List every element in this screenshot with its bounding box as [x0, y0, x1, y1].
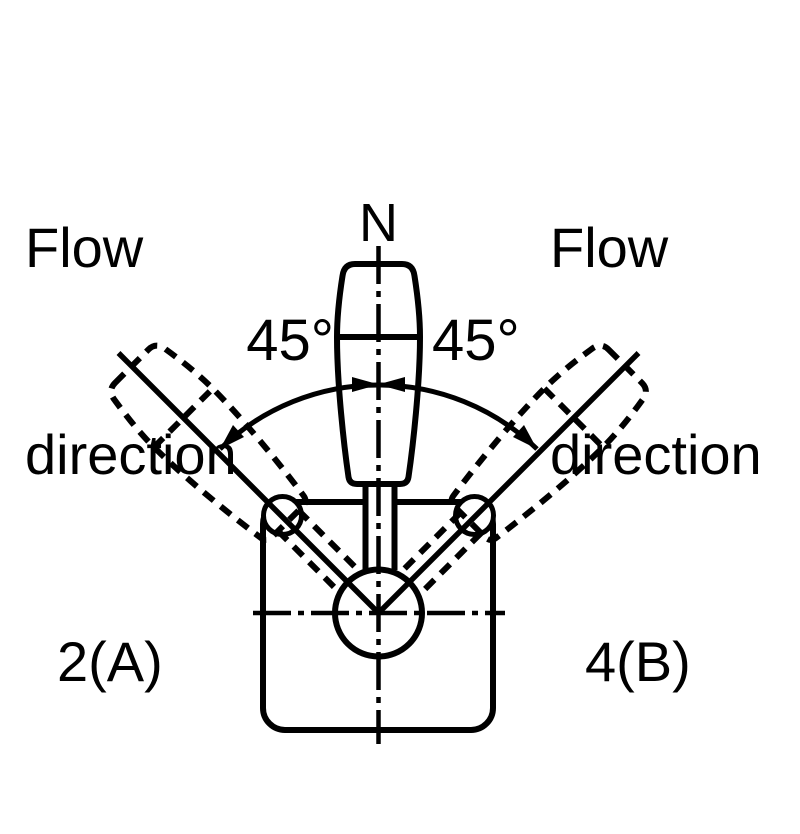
pivot-circle — [332, 566, 425, 660]
flow-direction-label-right: Flow direction 4(B) — [550, 75, 762, 834]
arrowhead-bottom-right — [513, 425, 537, 449]
flow-right-line1: Flow — [550, 216, 669, 279]
arrowhead-top-right — [378, 377, 405, 392]
diagonal-centerline-right — [376, 351, 641, 615]
flow-right-line2: direction — [550, 423, 762, 486]
diagonal-centerline-left — [116, 351, 381, 615]
diagram-linework — [0, 246, 800, 744]
swing-arc-left — [218, 382, 379, 451]
angle-label-left: 45° — [246, 308, 334, 373]
flow-left-line3: 2(A) — [57, 630, 163, 693]
neutral-position-label: N — [359, 193, 398, 253]
swing-arc-right — [378, 382, 539, 451]
arrowhead-top-left — [352, 377, 379, 392]
flow-left-line2: direction — [25, 423, 237, 486]
arrowhead-bottom-left — [220, 425, 244, 449]
lever-diagram: Flow direction 2(A) Flow direction 4(B) … — [0, 193, 800, 744]
flow-direction-label-left: Flow direction 2(A) — [25, 75, 237, 834]
flow-right-line3: 4(B) — [585, 630, 691, 693]
angle-label-right: 45° — [432, 308, 520, 373]
flow-left-line1: Flow — [25, 216, 144, 279]
